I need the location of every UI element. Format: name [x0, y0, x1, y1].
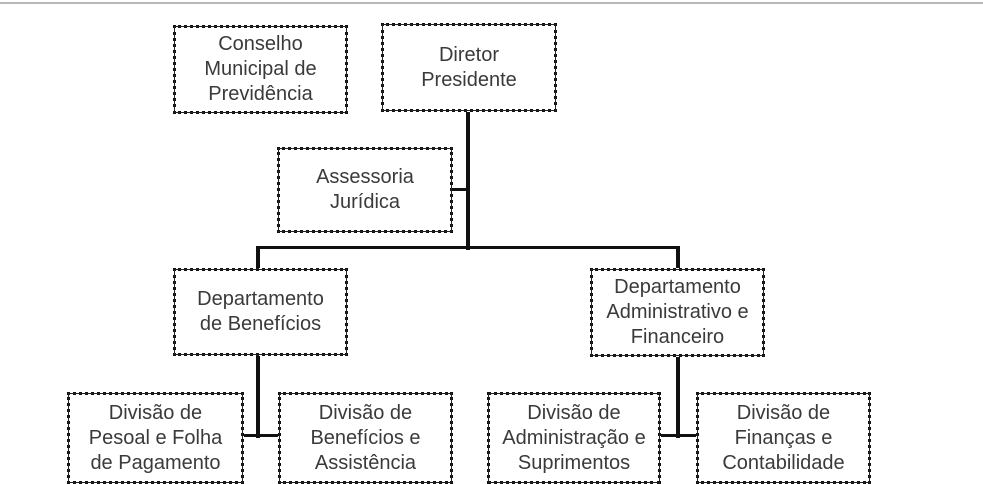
connector-dept2-up — [676, 246, 680, 270]
director-box: Diretor Presidente — [381, 23, 557, 112]
connector-departments — [256, 246, 680, 249]
division-finance-box: Divisão de Finanças e Contabilidade — [696, 392, 871, 484]
connector-dept1-down — [256, 354, 260, 438]
division-personnel-box: Divisão de Pesoal e Folha de Pagamento — [67, 392, 244, 484]
department-admin-finance-box: Departamento Administrativo e Financeiro — [590, 268, 765, 357]
legal-advisory-box: Assessoria Jurídica — [277, 147, 453, 233]
connector-dept1-divisions — [242, 434, 279, 437]
department-benefits-box: Departamento de Benefícios — [173, 268, 348, 356]
connector-dept2-down — [676, 355, 680, 438]
council-box: Conselho Municipal de Previdência — [173, 25, 348, 114]
connector-dept1-up — [256, 246, 260, 270]
connector-dept2-divisions — [659, 434, 697, 437]
top-divider — [0, 2, 983, 4]
division-administration-box: Divisão de Administração e Suprimentos — [487, 392, 661, 484]
division-benefits-box: Divisão de Benefícios e Assistência — [278, 392, 453, 484]
connector-legal — [451, 188, 468, 191]
connector-director-trunk — [466, 110, 470, 250]
